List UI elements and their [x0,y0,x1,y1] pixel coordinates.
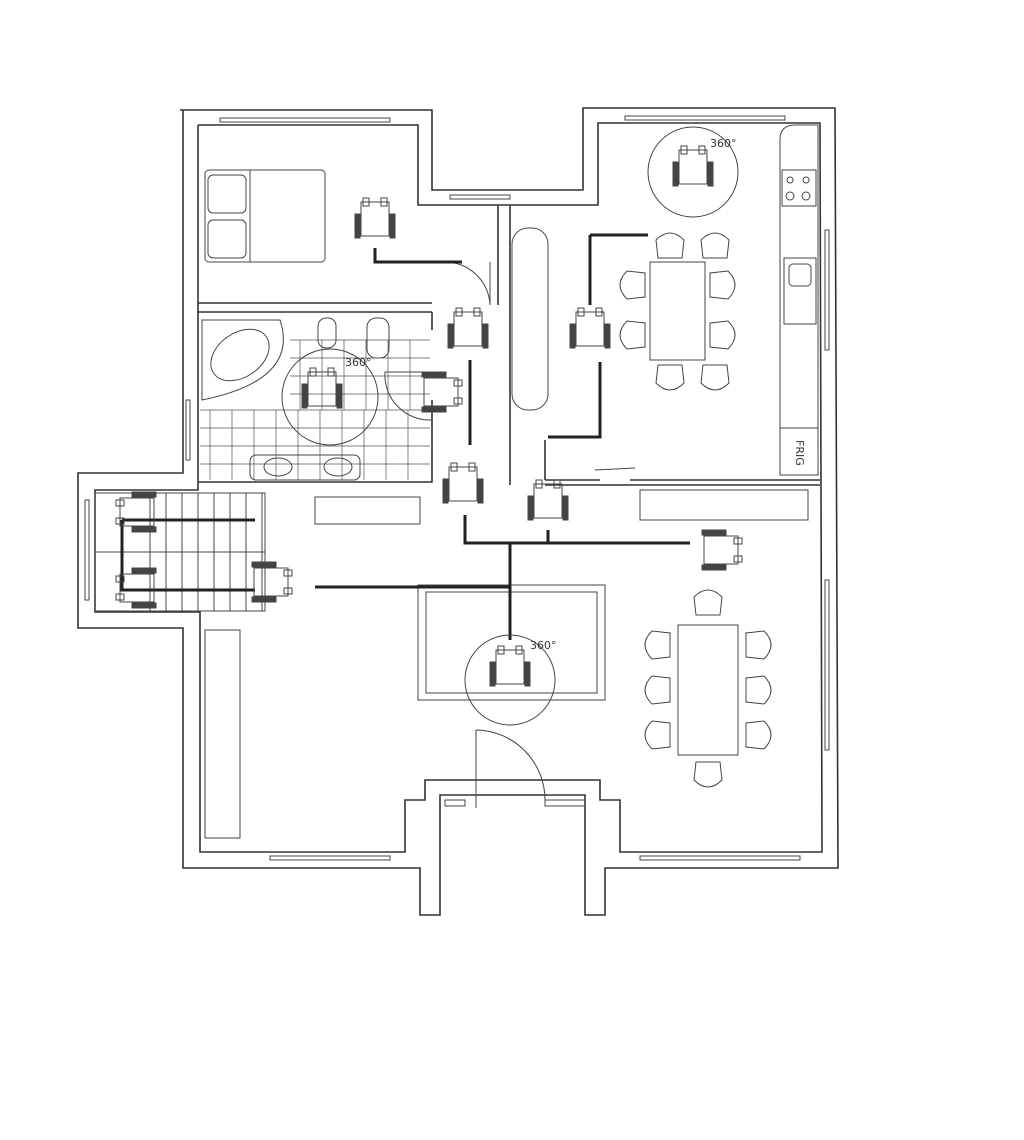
wheelchair-icon [569,307,611,349]
wheelchair-icon [115,567,157,609]
wheelchair-icon [672,145,714,187]
wheelchair-icon [115,491,157,533]
chair [709,270,736,300]
wheelchairs [115,145,743,687]
wheelchair-icon [527,479,569,521]
wheelchair-icon [489,645,531,687]
chairs [619,232,772,788]
chair [693,589,723,616]
chair [693,761,723,788]
chair [644,675,671,705]
chair [700,364,730,391]
chair [655,364,685,391]
wheelchair-icon [301,367,343,409]
wheelchair-routes [120,233,690,640]
fridge-label: FRIG [793,440,806,466]
turning-circles [281,126,739,726]
interior-walls [198,205,820,486]
bed [204,169,326,263]
chair [709,320,736,350]
chair [745,720,772,750]
chair [619,270,646,300]
turning-label: 360° [530,639,557,652]
wheelchair-icon [354,197,396,239]
inner-wall [94,122,823,853]
turning-label: 360° [345,356,372,369]
chair [644,720,671,750]
windows [84,115,830,861]
chair [745,675,772,705]
wheelchair-icon [701,529,743,571]
bathroom-fixtures [201,317,390,481]
chair [655,232,685,259]
wheelchair-icon [251,561,293,603]
wheelchair-icon [442,462,484,504]
bathroom-tiles [200,339,430,480]
chair [619,320,646,350]
chair [700,232,730,259]
chair [644,630,671,660]
turning-label: 360° [710,137,737,150]
outer-wall [77,107,839,916]
wheelchair-icon [447,307,489,349]
wheelchair-icon [421,371,463,413]
chair [745,630,772,660]
